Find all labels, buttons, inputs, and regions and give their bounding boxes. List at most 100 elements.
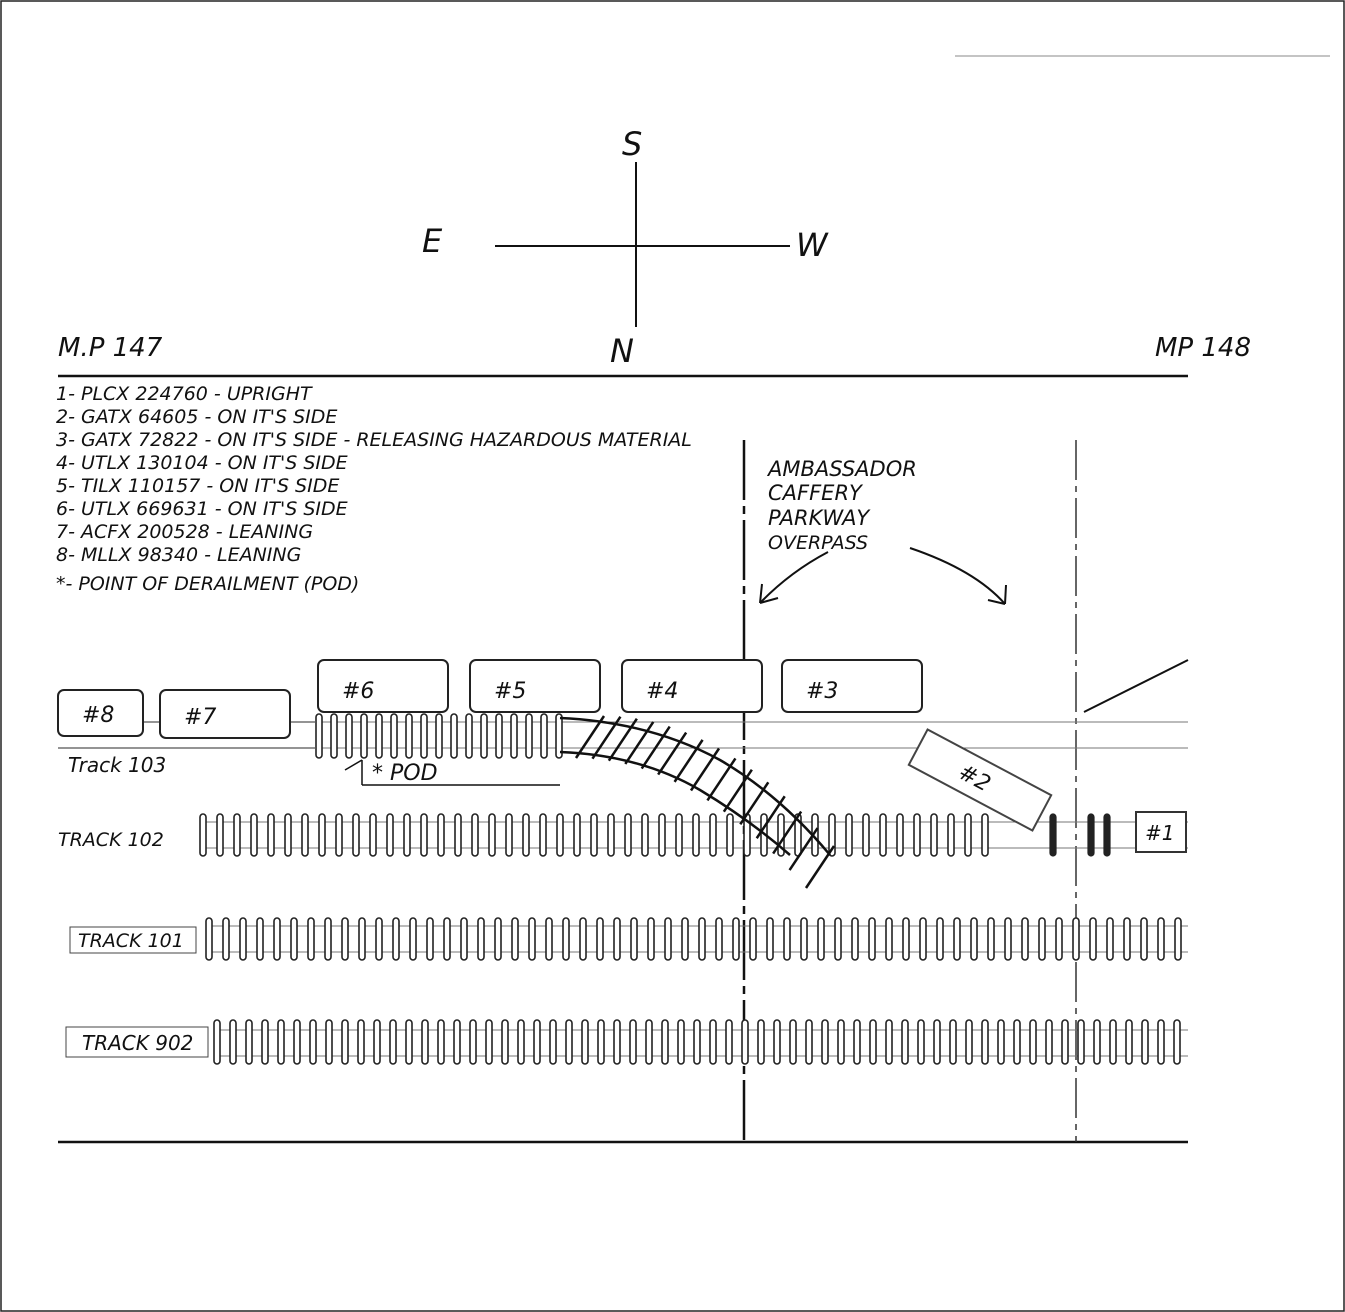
track-101-tie <box>767 918 773 960</box>
track-101-tie <box>1022 918 1028 960</box>
track-902-tie <box>1014 1020 1020 1064</box>
track-902-tie <box>1126 1020 1132 1064</box>
track-902-tie <box>662 1020 668 1064</box>
track-902-tie <box>806 1020 812 1064</box>
track-103-tie <box>541 714 547 758</box>
overpass-label-line: OVERPASS <box>768 532 868 554</box>
track-902-tie <box>1062 1020 1068 1064</box>
track-101-tie <box>665 918 671 960</box>
track-102-tie <box>251 814 257 856</box>
track-902-tie <box>342 1020 348 1064</box>
track-101-tie <box>1124 918 1130 960</box>
car: #7 <box>160 690 290 738</box>
track-902-tie <box>406 1020 412 1064</box>
track-902-tie <box>934 1020 940 1064</box>
track-101-tie <box>954 918 960 960</box>
track-102-tie <box>897 814 903 856</box>
track-102-tie <box>710 814 716 856</box>
car-label: #6 <box>342 679 374 704</box>
car: #3 <box>782 660 922 712</box>
car-label: #4 <box>646 679 678 704</box>
car-1-label: #1 <box>1145 821 1174 845</box>
track-103-tie <box>346 714 352 758</box>
track-902-tie <box>918 1020 924 1064</box>
track-902-tie <box>822 1020 828 1064</box>
track-902-tie <box>678 1020 684 1064</box>
track-101-tie <box>206 918 212 960</box>
track-902-tie <box>518 1020 524 1064</box>
hatch-stroke <box>707 758 735 800</box>
track-102-tie <box>965 814 971 856</box>
car-1: #1 <box>1136 812 1186 852</box>
milepost-left-label: M.P 147 <box>58 333 163 363</box>
track-101-tie <box>529 918 535 960</box>
track-902-tie <box>374 1020 380 1064</box>
track-902-tie <box>1158 1020 1164 1064</box>
track-101-tie <box>682 918 688 960</box>
track-902-tie <box>1142 1020 1148 1064</box>
track-101-tie <box>1005 918 1011 960</box>
track-102-tie <box>370 814 376 856</box>
track-101-tie <box>546 918 552 960</box>
car: #4 <box>622 660 762 712</box>
track-102-tie <box>948 814 954 856</box>
track-101-tie <box>274 918 280 960</box>
car-label: #8 <box>82 703 114 728</box>
overpass-label-line: CAFFERY <box>768 481 864 505</box>
track-902-tie <box>774 1020 780 1064</box>
track-103-tie <box>316 714 322 758</box>
legend-row: *- POINT OF DERAILMENT (POD) <box>56 573 359 595</box>
hatch-stroke <box>724 770 752 812</box>
track-902-tie <box>294 1020 300 1064</box>
legend-row: 7- ACFX 200528 - LEANING <box>56 521 313 543</box>
track-902-tie <box>310 1020 316 1064</box>
track-102-tie <box>608 814 614 856</box>
track-102-tie <box>540 814 546 856</box>
pod-label: * POD <box>372 761 438 786</box>
track-103-tie <box>466 714 472 758</box>
car-body <box>470 660 600 712</box>
track-102-tie <box>217 814 223 856</box>
track-902-tie <box>1174 1020 1180 1064</box>
track-101-tie <box>971 918 977 960</box>
track-101-tie <box>886 918 892 960</box>
track-902-tie <box>454 1020 460 1064</box>
track-101-tie <box>512 918 518 960</box>
track-101-tie <box>903 918 909 960</box>
track-902-tie <box>550 1020 556 1064</box>
track-902-tie <box>726 1020 732 1064</box>
track-102-tie <box>200 814 206 856</box>
track-101-tie <box>597 918 603 960</box>
track-102-tie <box>982 814 988 856</box>
track-902-tie <box>838 1020 844 1064</box>
legend-row: 4- UTLX 130104 - ON IT'S SIDE <box>56 452 348 474</box>
car-2: #2 <box>909 729 1051 830</box>
track-902-tie <box>246 1020 252 1064</box>
track-902-tie <box>886 1020 892 1064</box>
track-902-tie <box>390 1020 396 1064</box>
track-102-tie <box>659 814 665 856</box>
track-902-tie <box>1046 1020 1052 1064</box>
track-102-tie <box>285 814 291 856</box>
track-902-tie <box>566 1020 572 1064</box>
track-902-tie <box>438 1020 444 1064</box>
track-902-tie <box>998 1020 1004 1064</box>
track-101-tie <box>325 918 331 960</box>
track-102-tie <box>625 814 631 856</box>
tracks <box>58 714 1188 1064</box>
legend-row: 1- PLCX 224760 - UPRIGHT <box>56 383 313 405</box>
track-102-tie <box>557 814 563 856</box>
legend-row: 2- GATX 64605 - ON IT'S SIDE <box>56 406 337 428</box>
track-902-tie <box>870 1020 876 1064</box>
track-101-tie <box>427 918 433 960</box>
car-label: #5 <box>494 679 526 704</box>
track-902-tie <box>326 1020 332 1064</box>
rail-cars: #8 #7 #6 #5 #4 #3 <box>58 660 922 738</box>
track-103-tie <box>421 714 427 758</box>
track-102-tie <box>914 814 920 856</box>
track-102-tie <box>438 814 444 856</box>
car-legend: 1- PLCX 224760 - UPRIGHT 2- GATX 64605 -… <box>56 383 692 595</box>
track-902-tie <box>1110 1020 1116 1064</box>
